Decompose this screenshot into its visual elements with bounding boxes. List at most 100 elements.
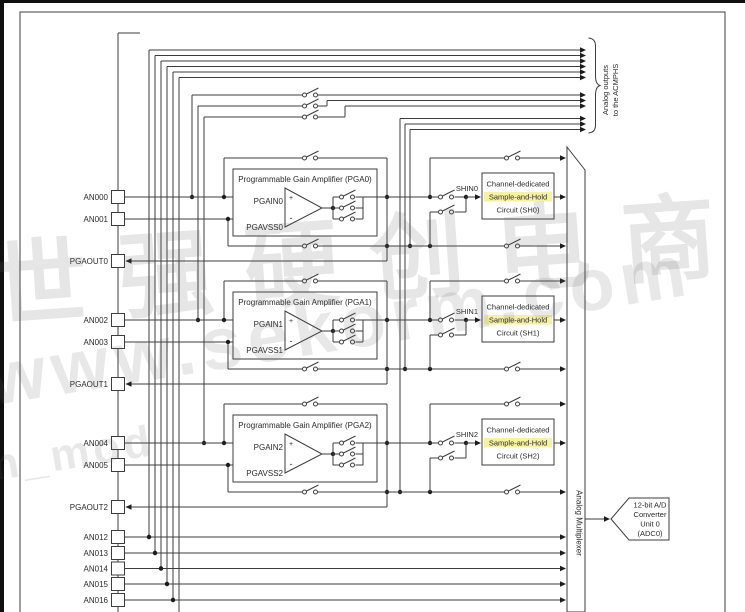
switch-lever xyxy=(306,361,319,369)
switch-icon xyxy=(313,92,318,98)
switch-icon xyxy=(350,339,355,345)
switch-icon xyxy=(438,194,443,200)
mux-label: Analog Multiplexer xyxy=(575,490,584,556)
acmphs-brace xyxy=(588,37,602,134)
switch-icon xyxy=(515,278,520,284)
pin-square xyxy=(111,500,125,514)
switch-icon xyxy=(449,209,454,215)
switch-lever xyxy=(343,334,356,342)
pin-label: PGAOUT1 xyxy=(70,380,109,389)
pin-square xyxy=(111,530,125,544)
switch-icon xyxy=(350,328,355,334)
switch-lever xyxy=(343,211,356,219)
opamp-triangle xyxy=(284,433,324,474)
switch-icon xyxy=(515,155,520,161)
arrowhead xyxy=(580,58,586,64)
opamp-minus-sign: - xyxy=(290,459,293,469)
adc0-block xyxy=(610,497,670,541)
switch-icon xyxy=(350,451,355,457)
arrowhead xyxy=(560,317,566,323)
switch-icon xyxy=(313,103,318,109)
switch-icon xyxy=(302,278,307,284)
sh-label-line2: Sample-and-Hold xyxy=(489,439,547,448)
shin-label: SHIN1 xyxy=(456,307,478,316)
junction-dot xyxy=(164,581,170,587)
switch-icon xyxy=(339,440,344,446)
pin-label: AN002 xyxy=(84,316,109,325)
switch-lever xyxy=(306,238,319,246)
switch-lever xyxy=(306,98,319,106)
switch-lever xyxy=(508,396,521,404)
switch-icon xyxy=(438,317,443,323)
arrowhead xyxy=(560,366,566,372)
sh-highlight xyxy=(484,192,552,202)
adc-label-line1: 12-bit A/D xyxy=(634,501,668,510)
junction-dot xyxy=(152,550,158,556)
switch-icon xyxy=(438,440,443,446)
switch-icon xyxy=(313,155,318,161)
switch-lever xyxy=(442,435,455,443)
arrowhead xyxy=(580,47,586,53)
switch-lever xyxy=(508,273,521,281)
adc-label-line4: (ADC0) xyxy=(637,529,663,538)
pin-square xyxy=(111,254,125,268)
analog-multiplexer xyxy=(566,145,586,612)
arrowhead xyxy=(580,97,586,104)
pin-label: PGAOUT2 xyxy=(70,503,109,512)
sh-label-line1: Channel-dedicated xyxy=(487,426,550,435)
arrowhead xyxy=(125,381,132,387)
switch-lever xyxy=(442,204,455,212)
sh-label-line1: Channel-dedicated xyxy=(487,180,550,189)
sh-label-line3: Circuit (SH0) xyxy=(497,206,540,215)
sh-highlight xyxy=(484,315,552,325)
adc-label-line3: Unit 0 xyxy=(640,520,660,529)
sh-label-line3: Circuit (SH2) xyxy=(497,452,540,461)
pga-title: Programmable Gain Amplifier (PGA0) xyxy=(238,175,372,184)
arrowhead xyxy=(580,74,586,81)
switch-icon xyxy=(313,278,318,284)
switch-icon xyxy=(449,332,454,338)
switch-icon xyxy=(339,462,344,468)
pin-square xyxy=(111,377,125,391)
junction-dot xyxy=(225,462,231,468)
switch-icon xyxy=(449,455,454,461)
pin-square xyxy=(111,458,125,472)
pin-label: AN016 xyxy=(84,596,109,605)
arrowhead xyxy=(580,126,586,133)
switch-icon xyxy=(504,366,509,372)
switch-icon xyxy=(339,194,344,200)
switch-icon xyxy=(449,317,454,323)
switch-lever xyxy=(306,109,319,117)
arrowhead xyxy=(560,155,566,161)
arrowhead xyxy=(580,121,586,127)
pin-square xyxy=(111,546,125,560)
switch-icon xyxy=(313,366,318,372)
pin-label: AN013 xyxy=(84,549,109,558)
sh-label-line3: Circuit (SH1) xyxy=(497,329,540,338)
pin-label: AN003 xyxy=(84,338,109,347)
switch-icon xyxy=(302,155,307,161)
shin-label: SHIN0 xyxy=(456,184,478,193)
arrowhead xyxy=(475,317,481,323)
shin-label: SHIN2 xyxy=(456,430,478,439)
switch-icon xyxy=(515,489,520,495)
switch-lever xyxy=(343,189,356,197)
arrowhead xyxy=(560,550,566,556)
switch-lever xyxy=(343,200,356,208)
junction-dot xyxy=(221,440,227,446)
arrowhead xyxy=(560,440,566,446)
pga-title: Programmable Gain Amplifier (PGA1) xyxy=(238,298,372,307)
switch-icon xyxy=(339,451,344,457)
adc-label-line2: Converter xyxy=(634,510,667,519)
pin-label: AN001 xyxy=(84,215,109,224)
arrowhead xyxy=(475,440,481,446)
screenshot-top-border xyxy=(0,0,745,3)
junction-dot xyxy=(221,194,227,200)
junction-dot xyxy=(225,216,231,222)
switch-lever xyxy=(508,238,521,246)
opamp-plus-sign: + xyxy=(289,441,293,448)
switch-lever xyxy=(442,189,455,197)
sh-label-line2: Sample-and-Hold xyxy=(489,316,547,325)
switch-icon xyxy=(350,317,355,323)
